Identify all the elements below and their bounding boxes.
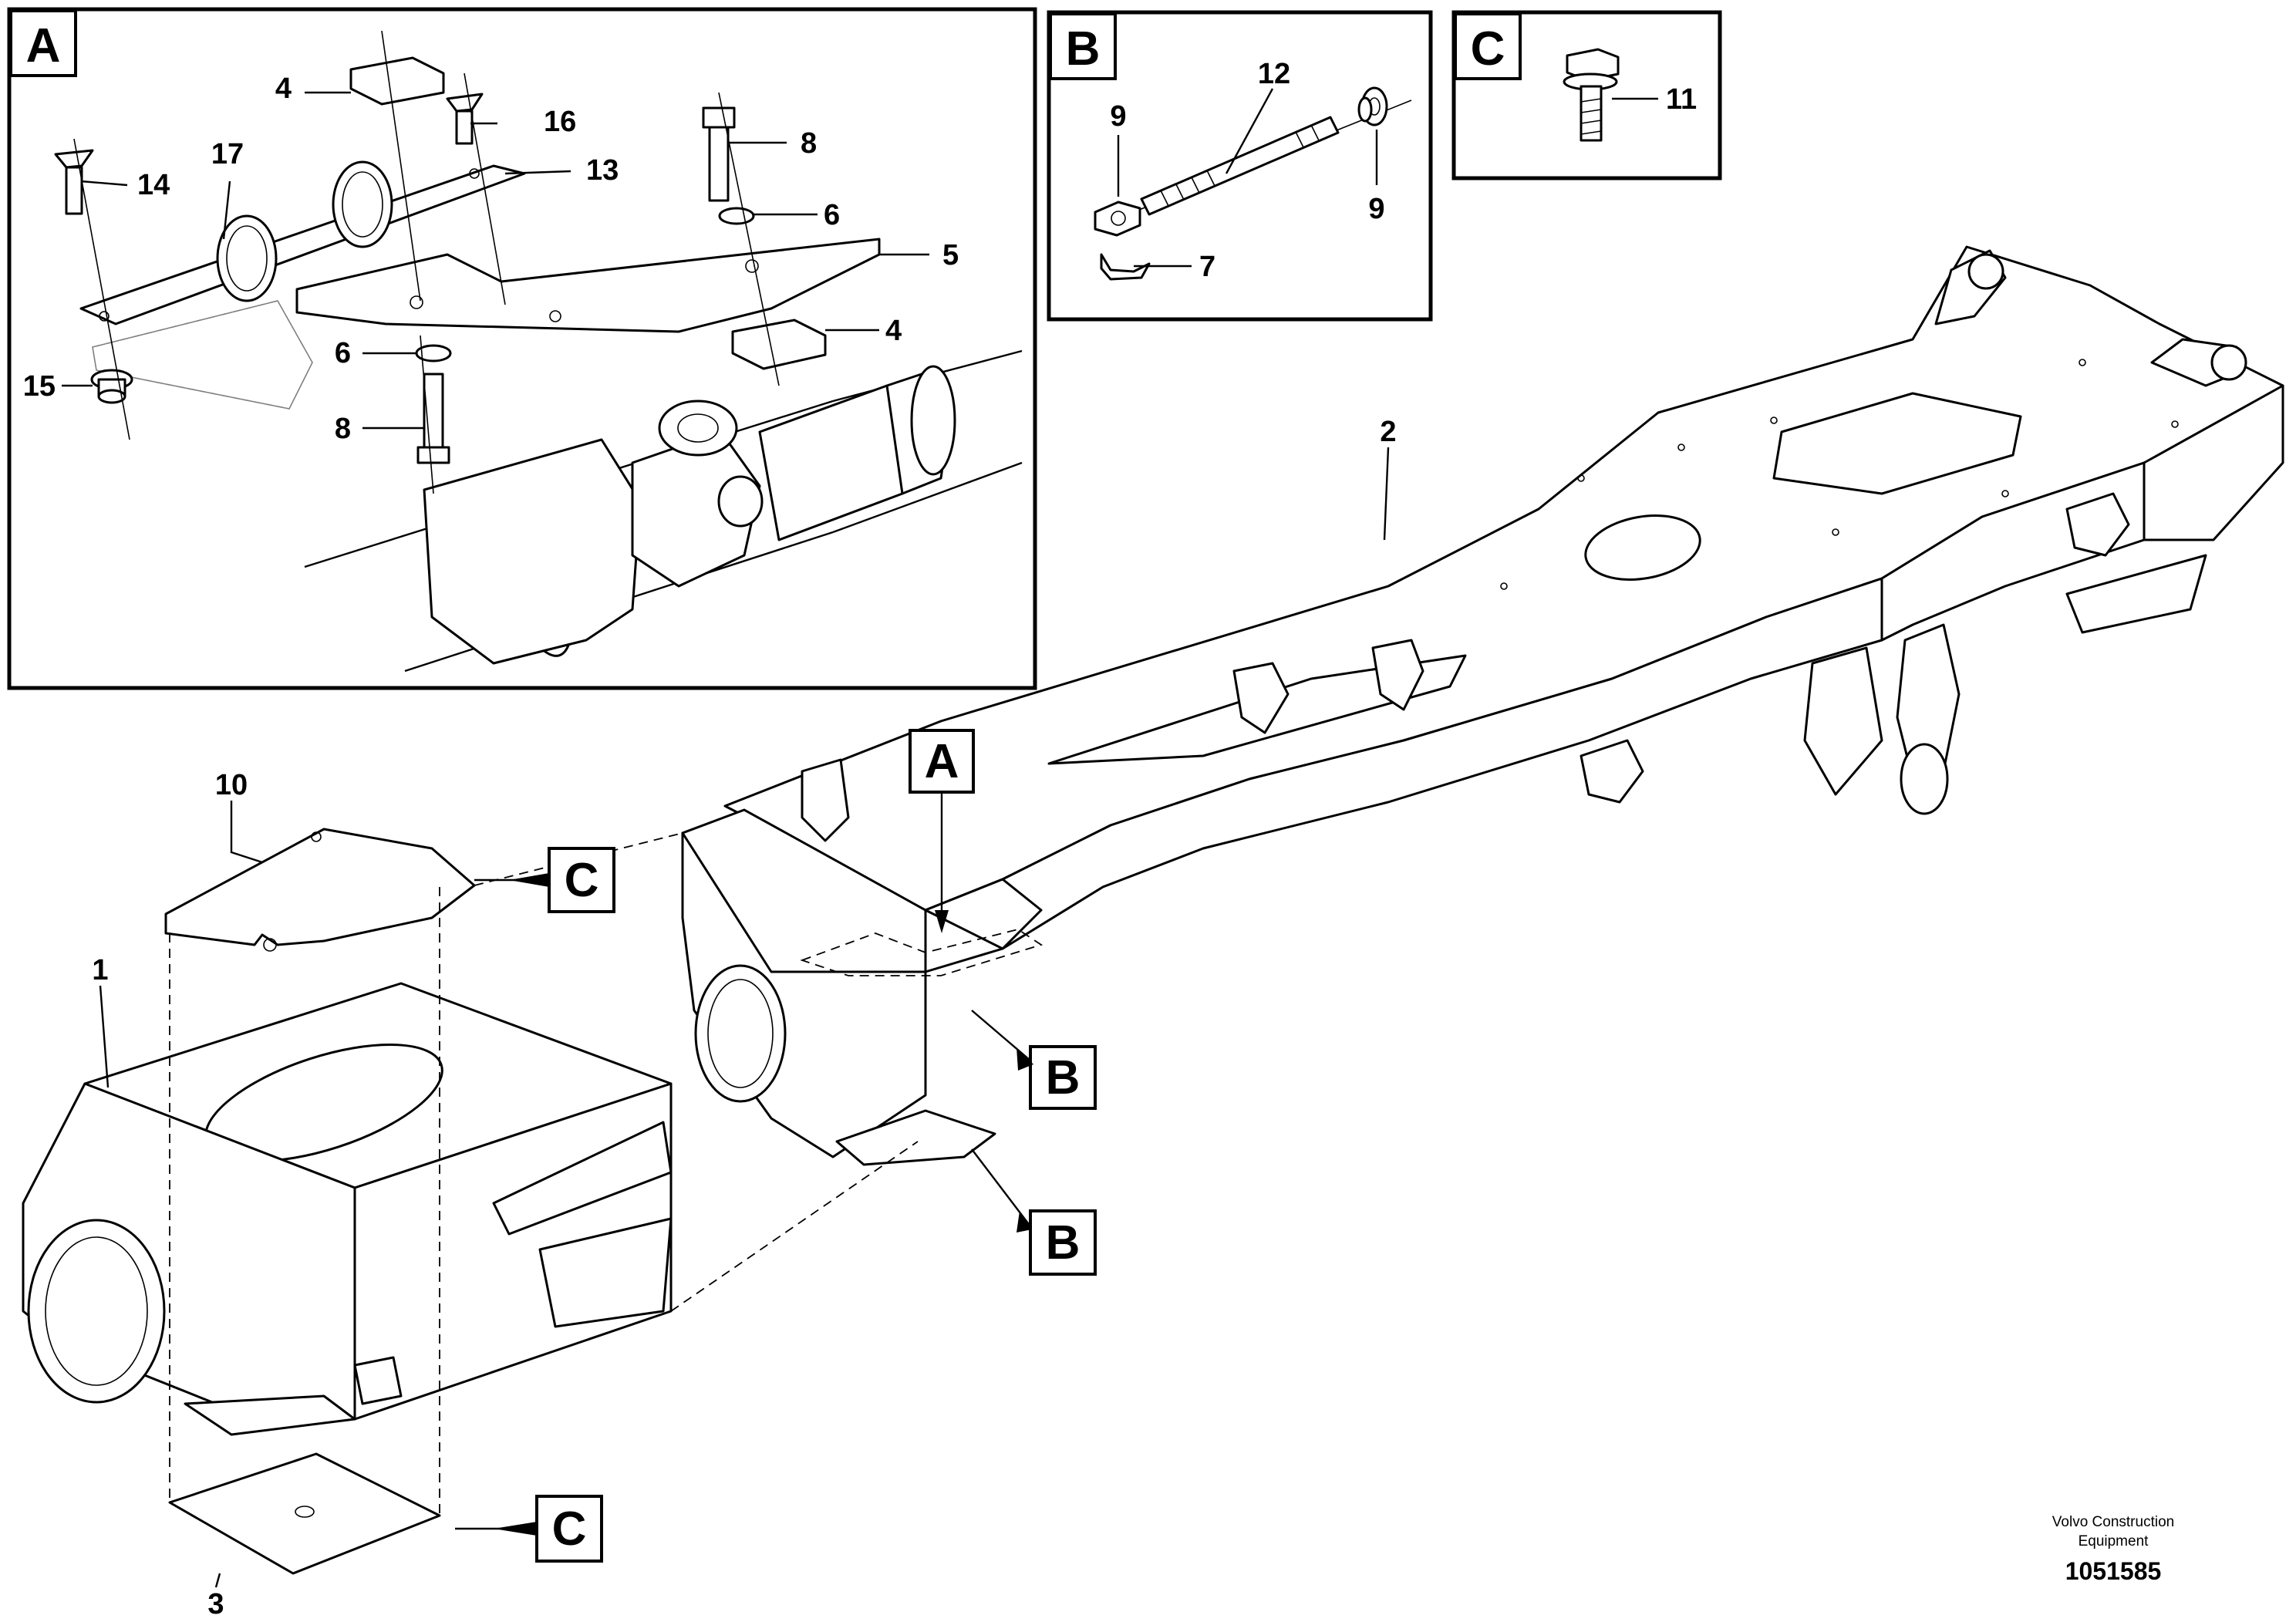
flange-nut-9-right — [1357, 86, 1388, 126]
callout-3: 3 — [207, 1588, 224, 1620]
company-name-line1: Volvo Construction — [2052, 1514, 2174, 1530]
flange-nut-15 — [90, 369, 133, 404]
svg-text:B: B — [1046, 1216, 1081, 1270]
bolt-8-upper — [702, 106, 736, 202]
flange-bolt-11 — [1563, 48, 1620, 142]
callout-4-upper: 4 — [275, 73, 292, 105]
cover-plate-3 — [168, 1452, 441, 1575]
callout-17: 17 — [211, 138, 244, 170]
countersunk-screw-14 — [54, 149, 94, 215]
flange-nut-9-left — [1094, 201, 1141, 237]
rubber-pad-lower — [731, 319, 827, 370]
callout-13: 13 — [586, 154, 619, 187]
callout-2: 2 — [1380, 416, 1396, 448]
callout-15: 15 — [23, 370, 56, 403]
main-view-tag-b-lower: B — [971, 1148, 1097, 1276]
main-view-tag-c-lower: C — [455, 1495, 603, 1563]
callout-16: 16 — [544, 106, 576, 138]
callout-6-upper: 6 — [824, 199, 840, 231]
callout-9-left: 9 — [1110, 100, 1126, 133]
bolt-8-lower — [416, 373, 450, 464]
callout-10: 10 — [215, 769, 248, 801]
svg-text:B: B — [1046, 1051, 1081, 1104]
callout-5: 5 — [942, 239, 959, 271]
washer-6-upper — [718, 207, 755, 225]
svg-text:C: C — [552, 1502, 587, 1556]
callout-4-lower: 4 — [885, 315, 902, 347]
detail-view-a: A — [7, 7, 1037, 690]
threaded-rod-12 — [1140, 116, 1340, 216]
detail-b-tag: B — [1066, 22, 1101, 76]
main-view-tag-b-upper: B — [971, 1010, 1097, 1110]
main-view-tag-a: A — [909, 729, 975, 933]
callout-9-right: 9 — [1368, 193, 1384, 225]
rubber-pad-upper — [349, 56, 445, 106]
callout-11: 11 — [1666, 83, 1697, 116]
drawing-number: 1051585 — [2065, 1557, 2162, 1585]
detail-view-b: B 12 9 9 7 — [1047, 10, 1433, 322]
callout-7: 7 — [1199, 251, 1215, 283]
callout-1: 1 — [92, 954, 108, 986]
rear-frame-assembly — [681, 245, 2284, 1166]
callout-6-lower: 6 — [335, 337, 351, 369]
footer-block: Volvo Construction Equipment 1051585 — [2052, 1514, 2174, 1585]
callout-8-upper: 8 — [801, 127, 817, 160]
mounting-bracket — [295, 238, 881, 333]
front-bearing-housing — [22, 828, 919, 1575]
svg-text:A: A — [925, 735, 959, 788]
main-view-tag-c-upper: C — [474, 847, 615, 913]
detail-a-tag: A — [26, 19, 61, 73]
svg-text:C: C — [565, 854, 599, 907]
drive-shaft — [304, 349, 1023, 673]
countersunk-screw-16 — [446, 93, 484, 145]
company-name-line2: Equipment — [2079, 1533, 2149, 1549]
lock-clip-7 — [1100, 253, 1151, 281]
callout-12: 12 — [1258, 58, 1290, 90]
callout-8-lower: 8 — [335, 413, 351, 445]
callout-14: 14 — [137, 169, 170, 201]
detail-c-tag: C — [1471, 22, 1505, 76]
cover-plate-10 — [164, 828, 476, 946]
detail-view-c: C 11 — [1451, 10, 1722, 180]
